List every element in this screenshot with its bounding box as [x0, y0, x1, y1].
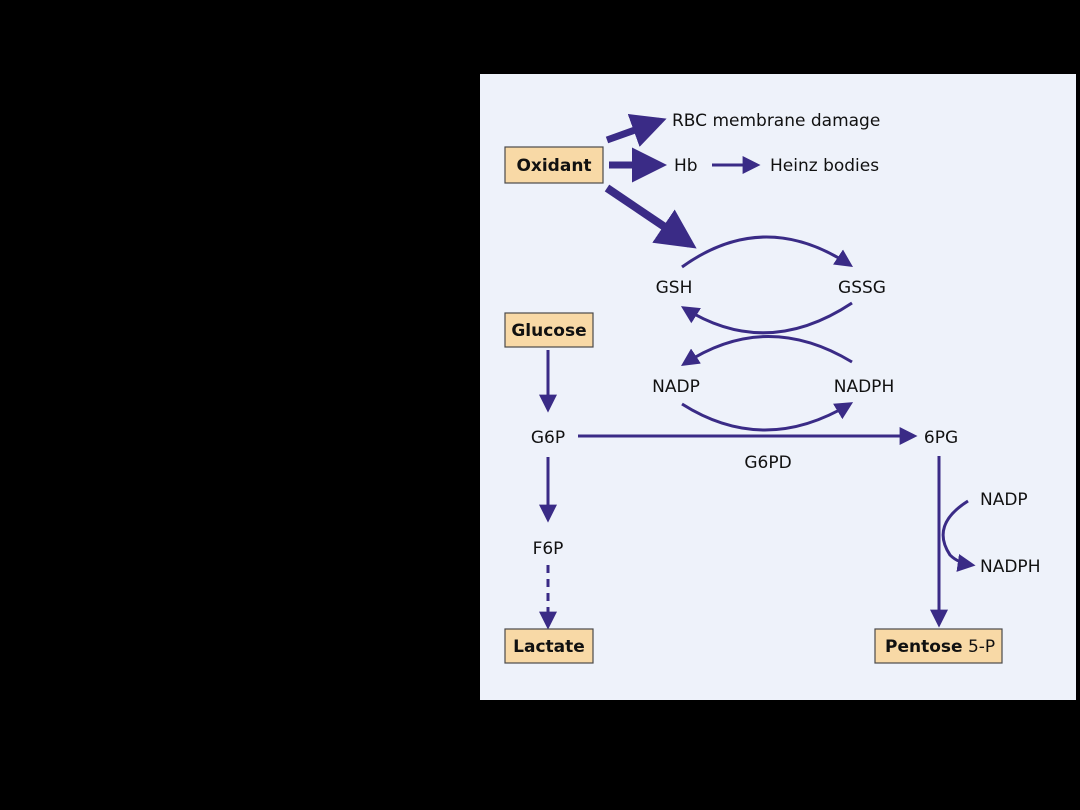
glucose-box: Glucose — [504, 312, 594, 348]
6pg-label: 6PG — [924, 428, 958, 448]
g6p-label: G6P — [531, 428, 565, 448]
nadp-side-label: NADP — [980, 490, 1028, 510]
nadph-side-label: NADPH — [980, 557, 1040, 577]
heinz-bodies-label: Heinz bodies — [770, 156, 879, 176]
pentose-label: Pentose — [885, 637, 963, 657]
nadp-label: NADP — [652, 377, 700, 397]
nadph-label: NADPH — [834, 377, 894, 397]
rbc-damage-label: RBC membrane damage — [672, 111, 880, 131]
nadph-to-nadp-arrow — [680, 335, 853, 366]
oxidant-box: Oxidant — [504, 146, 604, 184]
5p-label: 5-P — [963, 637, 996, 657]
gsh-label: GSH — [656, 278, 693, 298]
pentose-5p-label: Pentose 5-P — [885, 637, 995, 657]
gsh-to-gssg-arrow — [681, 235, 854, 269]
f6p-label: F6P — [533, 539, 564, 559]
oxidant-to-gsh-arrow — [604, 184, 697, 249]
g6pd-label: G6PD — [744, 453, 791, 473]
oxidant-label: Oxidant — [516, 156, 591, 176]
oxidant-to-rbc-arrow — [605, 113, 667, 147]
lactate-box: Lactate — [504, 628, 594, 664]
pentose-5p-box: Pentose 5-P — [874, 628, 1003, 664]
gssg-to-gsh-arrow — [680, 301, 853, 335]
nadp-to-nadph-side-arrow — [941, 499, 976, 572]
glucose-label: Glucose — [511, 321, 586, 341]
hb-label: Hb — [674, 156, 698, 176]
lactate-label: Lactate — [513, 637, 585, 657]
nadp-to-nadph-arrow — [681, 402, 854, 432]
gssg-label: GSSG — [838, 278, 886, 298]
